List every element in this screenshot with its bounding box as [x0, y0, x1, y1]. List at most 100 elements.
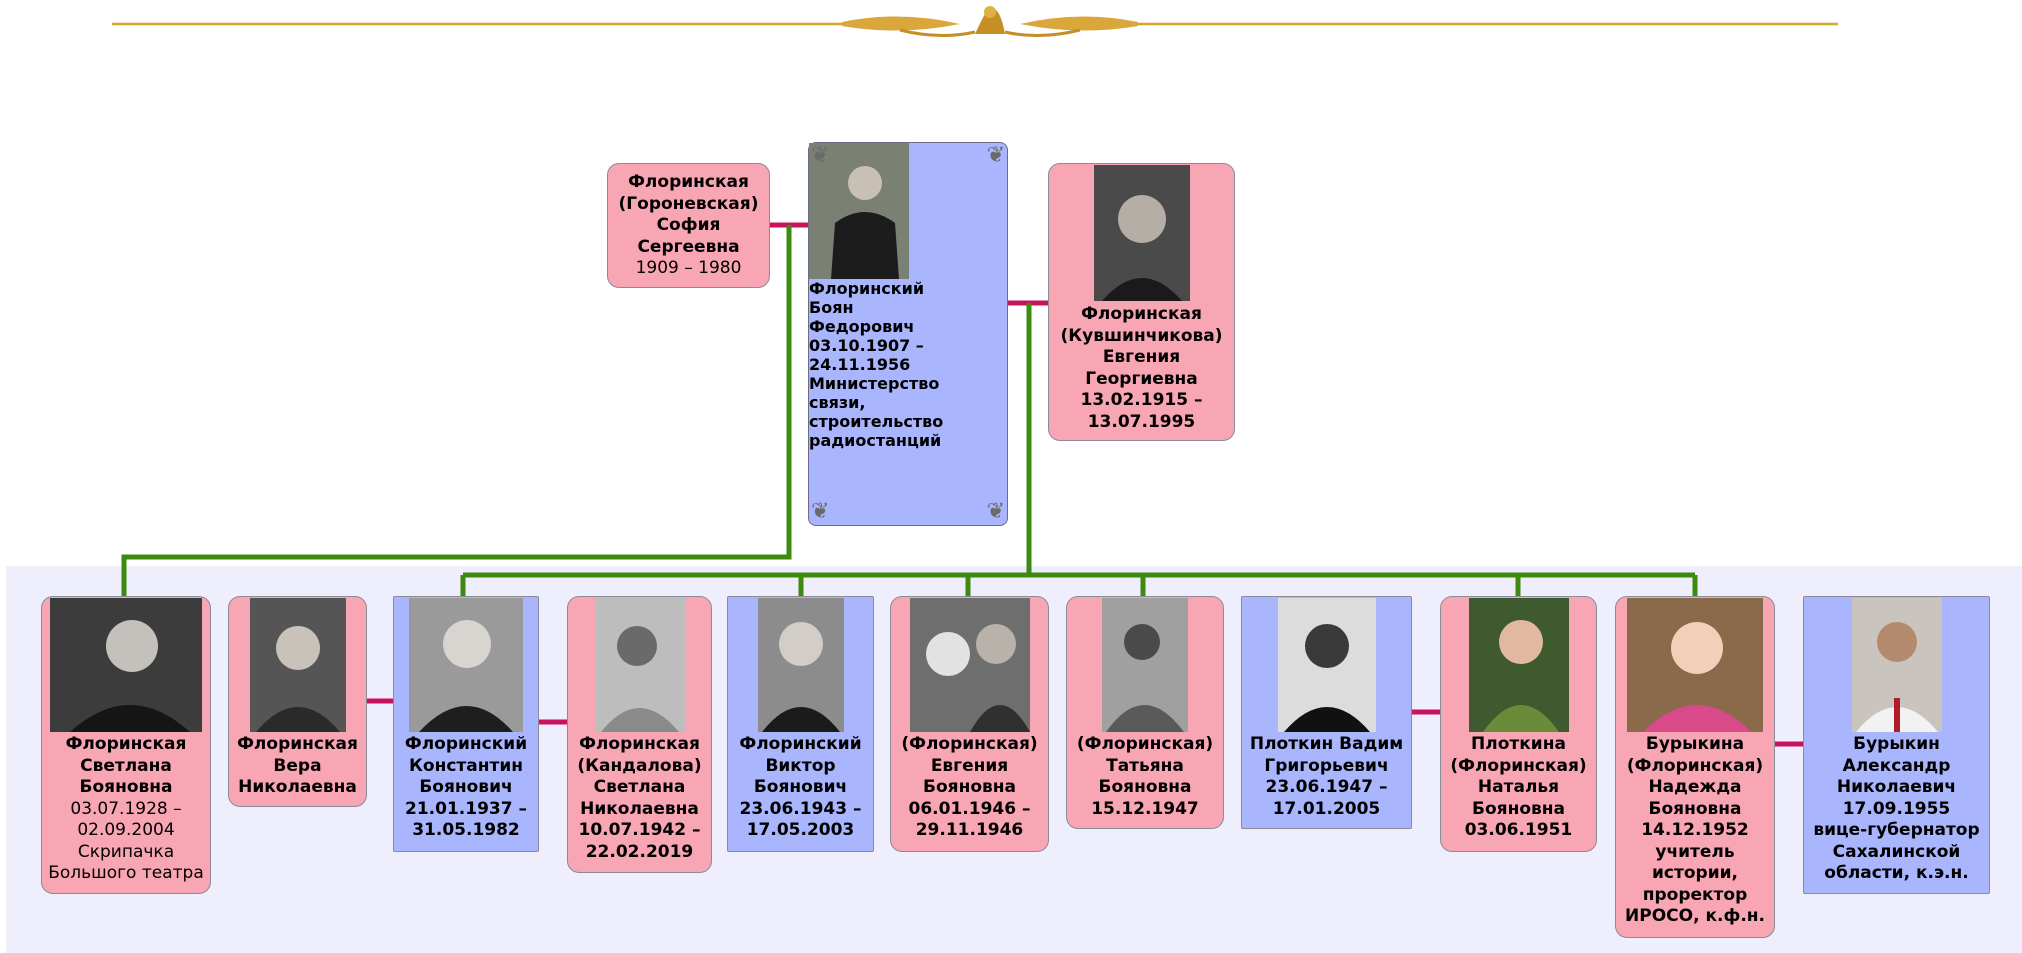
person-note: Сахалинской	[1832, 841, 1961, 862]
person-dates: 29.11.1946	[915, 820, 1024, 840]
person-name: Боянович	[753, 777, 848, 797]
person-name: София	[656, 215, 721, 235]
person-dates: 17.09.1955	[1842, 798, 1951, 819]
portrait-photo	[809, 143, 909, 279]
person-info: 02.09.2004	[77, 820, 175, 840]
person-card-child[interactable]: Флоринская Вера Николаевна	[228, 596, 367, 807]
person-dates: 21.01.1937 –	[405, 798, 527, 819]
person-info: Большого театра	[48, 863, 204, 883]
person-card-child[interactable]: Флоринская Светлана Бояновна 03.07.1928 …	[41, 596, 211, 894]
person-dates: 13.02.1915 –	[1080, 390, 1203, 410]
portrait-photo	[409, 598, 523, 732]
person-name: (Флоринская)	[901, 734, 1038, 754]
person-note: истории,	[1652, 863, 1738, 883]
person-name: Плоткин Вадим	[1249, 734, 1404, 754]
person-name: (Гороневская)	[618, 193, 759, 214]
person-name: Виктор	[765, 755, 836, 776]
person-name: Боянович	[419, 777, 513, 797]
portrait-photo	[50, 598, 202, 732]
person-dates: 23.06.1947 –	[1265, 777, 1388, 797]
person-card-child[interactable]: (Флоринская) Татьяна Бояновна 15.12.1947	[1066, 596, 1224, 829]
person-dates: 22.02.2019	[585, 841, 694, 862]
person-note: связи,	[809, 393, 866, 412]
person-note: строительство	[809, 412, 944, 431]
person-card-child[interactable]: Флоринская (Кандалова) Светлана Николаев…	[567, 596, 712, 873]
person-name: Бояновна	[1472, 798, 1565, 819]
person-dates: 17.05.2003	[746, 820, 855, 840]
person-note: вице-губернатор	[1813, 820, 1980, 840]
person-card-root[interactable]: ❦ ❦ ❦ ❦ Флоринский Боян Федорович 03.10.…	[808, 142, 1008, 526]
person-name: Плоткина	[1471, 734, 1566, 754]
person-name: Бояновна	[923, 777, 1016, 797]
person-dates: 23.06.1943 –	[739, 798, 862, 819]
person-name: Наталья	[1477, 777, 1560, 797]
person-dates: 13.07.1995	[1087, 411, 1196, 432]
person-name: Георгиевна	[1085, 368, 1198, 389]
person-name: Татьяна	[1106, 755, 1184, 776]
person-name: Флоринская	[65, 734, 187, 754]
person-name: Бояновна	[79, 777, 173, 797]
corner-curl-icon: ❦	[986, 499, 1005, 524]
person-name: (Флоринская)	[1076, 734, 1214, 754]
person-note: учитель	[1655, 841, 1735, 862]
person-dates: 24.11.1956	[809, 355, 911, 374]
person-card-child[interactable]: Бурыкин Александр Николаевич 17.09.1955 …	[1803, 596, 1990, 894]
portrait-photo	[1277, 598, 1376, 732]
person-note: области, к.э.н.	[1824, 863, 1969, 883]
person-name: Николаевич	[1836, 777, 1957, 797]
ornament-divider	[112, 6, 1838, 38]
person-dates: 17.01.2005	[1272, 798, 1381, 819]
portrait-photo	[1102, 598, 1188, 732]
person-dates: 15.12.1947	[1091, 798, 1199, 819]
person-info: 03.07.1928 –	[70, 798, 182, 819]
person-name: (Кандалова)	[577, 755, 702, 776]
person-card-spouse-right[interactable]: Флоринская (Кувшинчикова) Евгения Георги…	[1048, 163, 1235, 441]
person-name: Надежда	[1648, 777, 1742, 797]
person-name: Флоринский	[404, 734, 528, 754]
person-info: Скрипачка	[77, 841, 175, 862]
person-card-child[interactable]: Флоринский Виктор Боянович 23.06.1943 – …	[727, 596, 874, 852]
corner-curl-icon: ❦	[986, 143, 1005, 168]
person-name: (Флоринская)	[1450, 755, 1587, 776]
person-card-child[interactable]: Плоткина (Флоринская) Наталья Бояновна 0…	[1440, 596, 1597, 852]
person-card-child[interactable]: Флоринский Константин Боянович 21.01.193…	[393, 596, 539, 852]
person-name: Флоринская	[628, 172, 749, 192]
person-dates: 03.06.1951	[1464, 820, 1573, 840]
portrait-photo	[1627, 598, 1763, 732]
person-name: Бояновна	[1098, 777, 1192, 797]
person-name: Бурыкин	[1853, 734, 1940, 754]
person-name: Вера	[273, 755, 322, 776]
corner-curl-icon: ❦	[811, 499, 830, 524]
person-name: Флоринская	[579, 734, 700, 754]
person-card-child[interactable]: Бурыкина (Флоринская) Надежда Бояновна 1…	[1615, 596, 1775, 938]
person-card-spouse-left[interactable]: Флоринская (Гороневская) София Сергеевна…	[607, 163, 770, 288]
person-name: Александр	[1842, 755, 1951, 776]
person-card-child[interactable]: Плоткин Вадим Григорьевич 23.06.1947 – 1…	[1241, 596, 1412, 829]
portrait-photo	[1468, 598, 1569, 732]
person-note: ИРОСО, к.ф.н.	[1625, 906, 1765, 926]
person-name: Григорьевич	[1264, 755, 1389, 776]
person-dates: 1909 – 1980	[635, 258, 742, 278]
person-name: Сергеевна	[637, 236, 740, 257]
person-name: Флоринский	[809, 279, 925, 298]
person-name: Бояновна	[1648, 798, 1742, 819]
person-name: Евгения	[930, 755, 1009, 776]
portrait-photo	[1851, 598, 1942, 732]
person-name: Флоринский	[739, 734, 862, 754]
person-name: Боян	[809, 298, 854, 317]
person-name: Константин	[409, 755, 523, 776]
person-dates: 10.07.1942 –	[578, 820, 701, 840]
person-card-child[interactable]: (Флоринская) Евгения Бояновна 06.01.1946…	[890, 596, 1049, 852]
person-name: Светлана	[593, 777, 686, 797]
person-name: Николаевна	[238, 777, 357, 797]
portrait-photo	[909, 598, 1030, 732]
portrait-photo	[249, 598, 346, 732]
person-name: Светлана	[80, 755, 172, 776]
corner-curl-icon: ❦	[811, 143, 830, 168]
portrait-photo	[1093, 165, 1190, 301]
person-name: (Кувшинчикова)	[1060, 325, 1223, 346]
person-name: Бурыкина	[1645, 734, 1745, 754]
person-dates: 14.12.1952	[1641, 820, 1749, 840]
person-name: Евгения	[1102, 347, 1181, 367]
